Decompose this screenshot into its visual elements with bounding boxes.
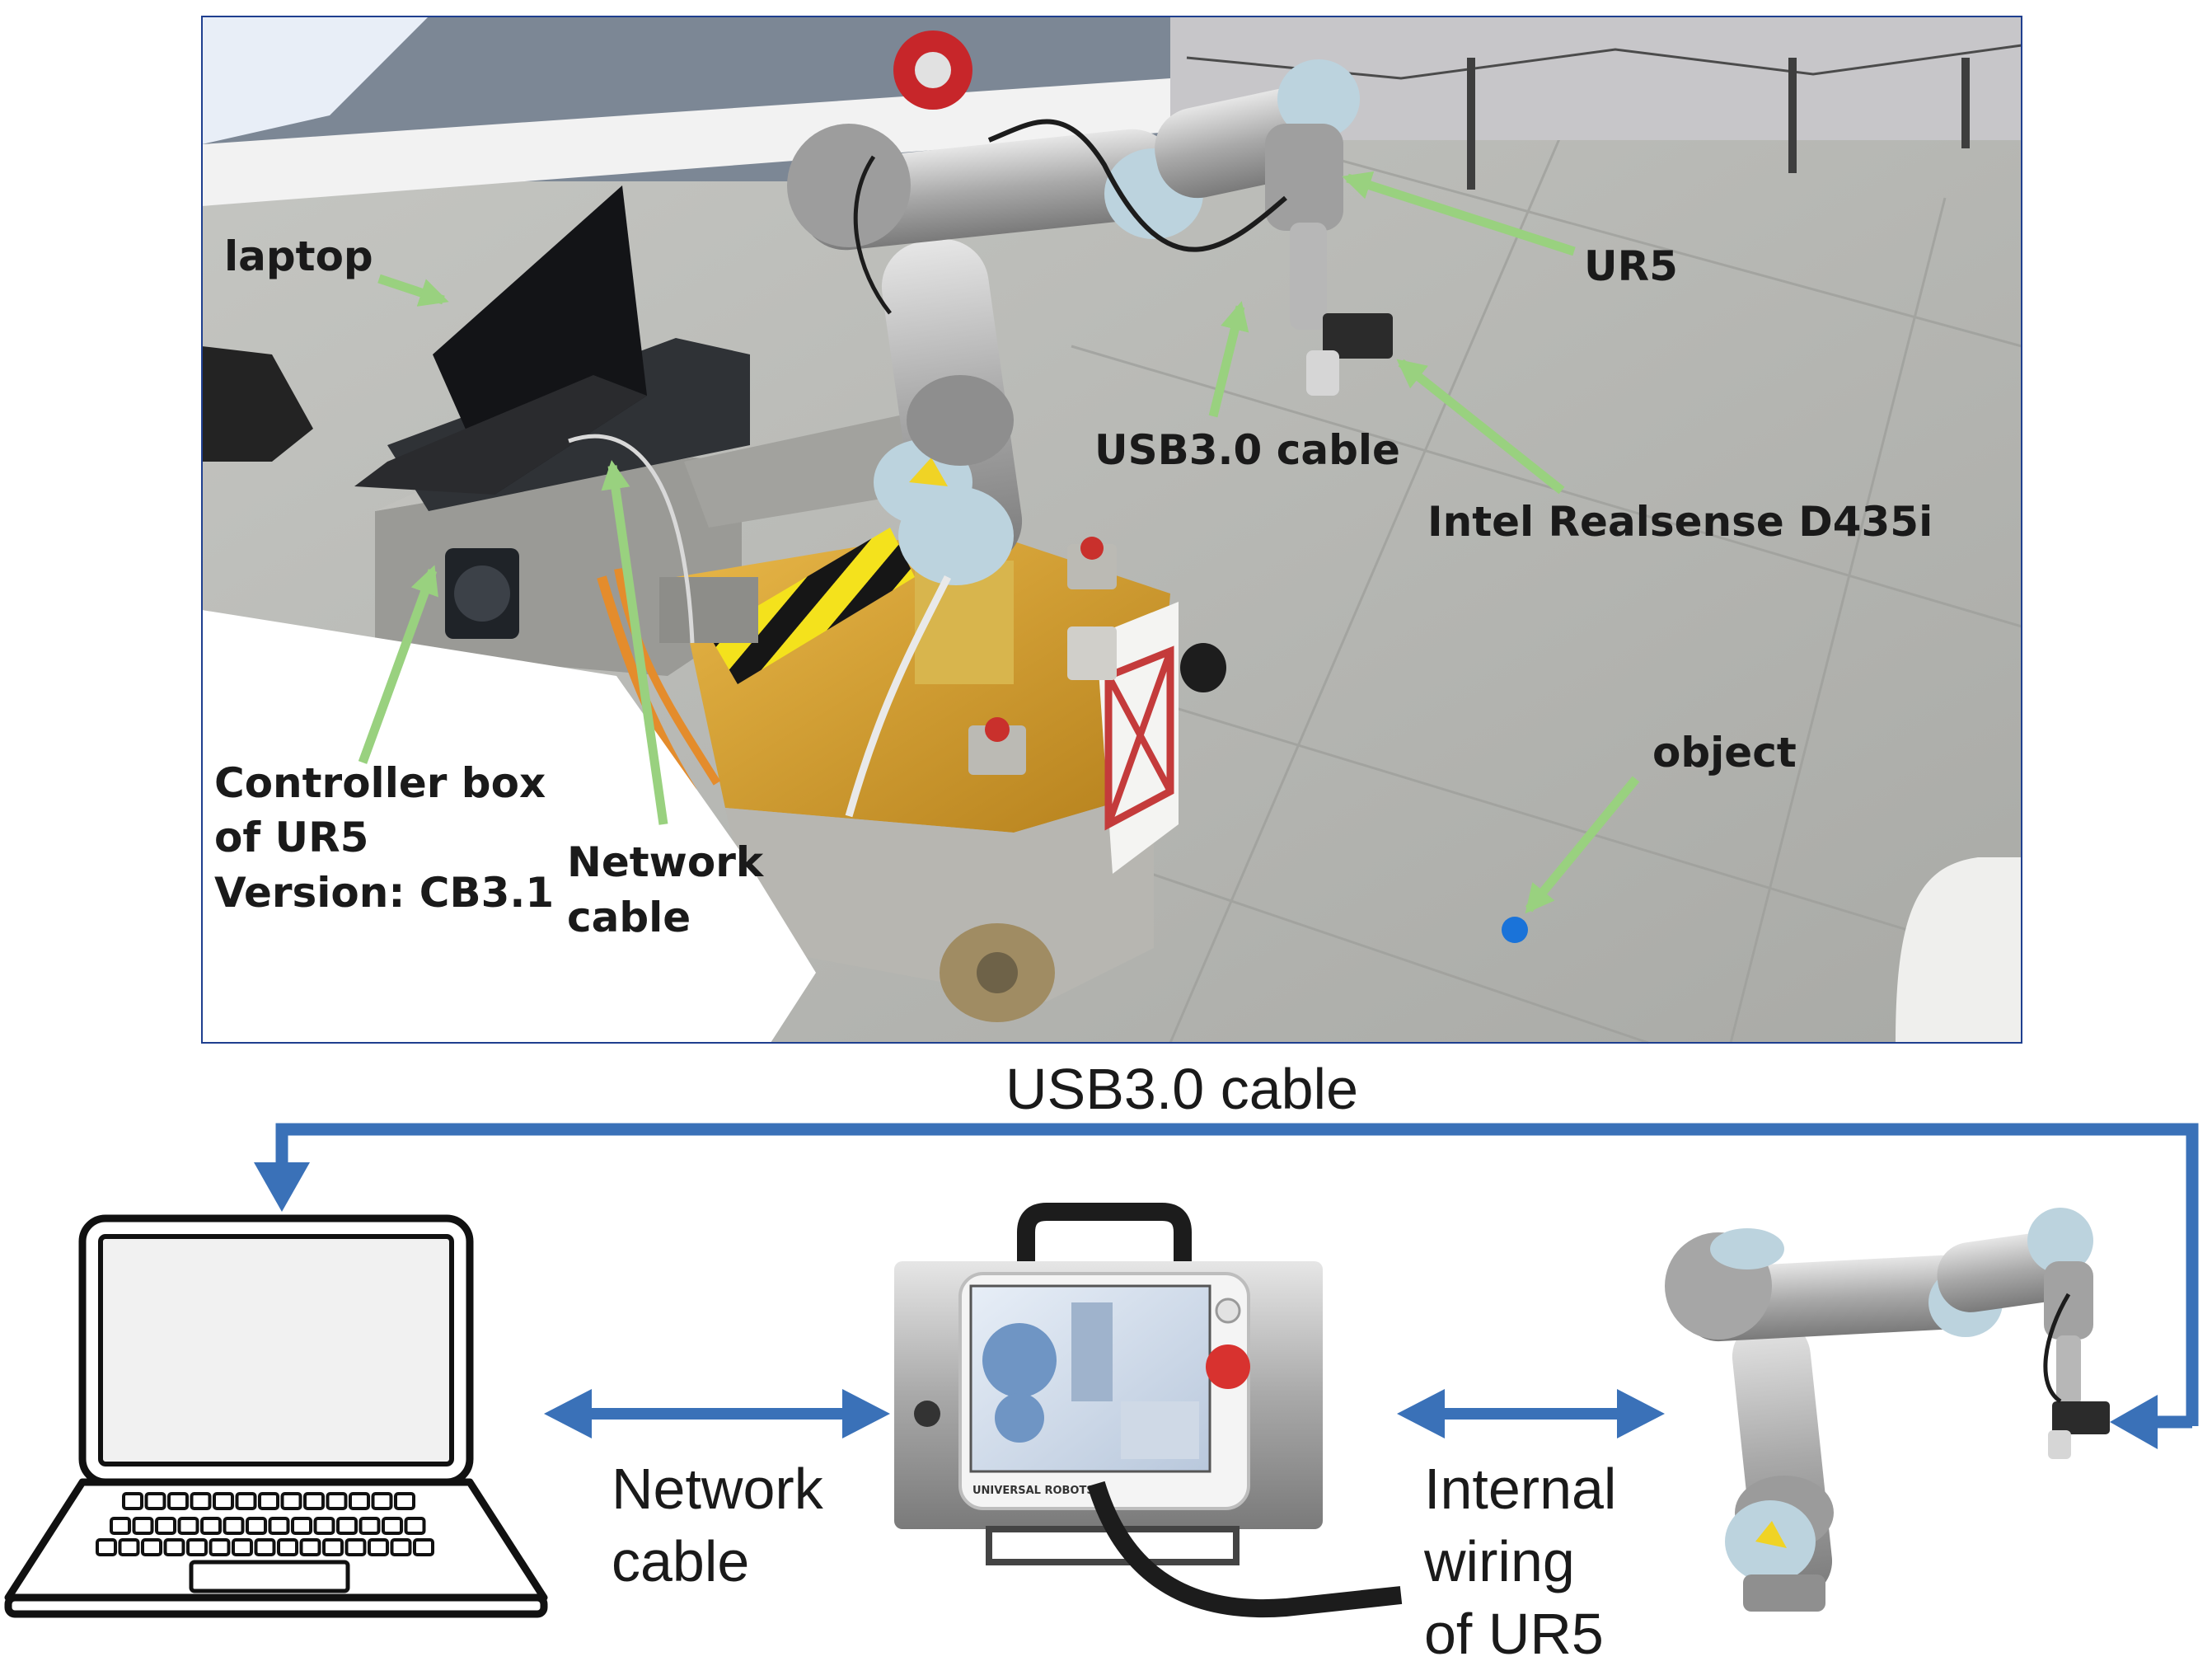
keyboard-key [258, 1492, 279, 1510]
keyboard-key [155, 1517, 176, 1535]
keyboard-key [277, 1538, 298, 1556]
label-network-line2: cable [567, 894, 691, 941]
label-usb-cable: USB3.0 cable [1094, 426, 1400, 474]
controller-box-icon: UNIVERSAL ROBOTS [894, 1203, 1403, 1618]
keyboard-key [177, 1517, 199, 1535]
keyboard-key [110, 1517, 131, 1535]
arrow-laptop [377, 274, 449, 307]
label-object: object [1652, 729, 1797, 777]
keyboard-key [190, 1492, 212, 1510]
laptop-icon [4, 1214, 548, 1618]
keyboard-key [313, 1517, 335, 1535]
lab-photo: laptop UR5 USB3.0 cable Intel Realsense … [201, 16, 2022, 1044]
label-controller-line3: Version: CB3.1 [214, 869, 554, 917]
keyboard-key [141, 1538, 162, 1556]
ur5-arm-photo [787, 59, 1393, 818]
arrow-controller-box [358, 565, 438, 764]
keyboard-key [390, 1538, 412, 1556]
usb-arrow-head-robot [2110, 1395, 2158, 1449]
keyboard-key [394, 1492, 415, 1510]
keyboard-key [371, 1492, 393, 1510]
keyboard-key [344, 1538, 367, 1556]
label-panel [202, 610, 816, 1043]
target-object-ball [1502, 917, 1528, 943]
keyboard-key [280, 1492, 302, 1510]
keyboard-key [118, 1538, 140, 1556]
usb-connector-line [275, 1123, 2199, 1426]
arrow-camera [1396, 359, 1565, 495]
keyboard-key [359, 1517, 381, 1535]
hazard-panel [709, 528, 915, 684]
arrow-ur5 [1342, 171, 1576, 256]
keyboard-key [326, 1492, 348, 1510]
keyboard-key [246, 1517, 267, 1535]
keyboard-key [382, 1517, 403, 1535]
keyboard-key [303, 1492, 325, 1510]
keyboard-key [167, 1492, 189, 1510]
keyboard-key [132, 1517, 154, 1535]
connection-diagram: USB3.0 cable Network cable [4, 1057, 2199, 1666]
internal-label-line3: of UR5 [1424, 1602, 1604, 1666]
ur5-arm-icon [1665, 1208, 2110, 1612]
usb-label: USB3.0 cable [1005, 1057, 1358, 1121]
label-controller-line2: of UR5 [214, 814, 368, 861]
arrow-network-cable [601, 460, 668, 825]
keyboard-key [268, 1517, 290, 1535]
keyboard-key [213, 1492, 234, 1510]
laptop-keyboard-photo [354, 375, 647, 495]
label-laptop: laptop [224, 232, 373, 280]
keyboard-key [336, 1517, 358, 1535]
keyboard-key [322, 1538, 344, 1556]
keyboard-key [163, 1538, 185, 1556]
controller-brand-label: UNIVERSAL ROBOTS [972, 1485, 1094, 1497]
keyboard-key [144, 1492, 166, 1510]
keyboard-key [368, 1538, 389, 1556]
arrow-object [1525, 776, 1640, 914]
network-label-line1: Network [612, 1457, 824, 1521]
internal-label-line2: wiring [1423, 1529, 1575, 1593]
keyboard-key [235, 1492, 257, 1510]
keyboard-key [200, 1517, 222, 1535]
keyboard-key [96, 1538, 117, 1556]
keyboard-key [299, 1538, 321, 1556]
label-ur5: UR5 [1584, 242, 1678, 290]
keyboard-key [122, 1492, 143, 1510]
keyboard-key [209, 1538, 231, 1556]
network-double-arrow [544, 1389, 890, 1438]
keyboard-key [349, 1492, 370, 1510]
keyboard-key [291, 1517, 312, 1535]
keyboard-key [186, 1538, 208, 1556]
keyboard-key [223, 1517, 245, 1535]
internal-wiring-double-arrow [1397, 1389, 1665, 1438]
network-label-line2: cable [612, 1529, 749, 1593]
keyboard-key [232, 1538, 253, 1556]
usb-arrow-head-laptop [254, 1162, 310, 1212]
keyboard-key [254, 1538, 276, 1556]
internal-label-line1: Internal [1424, 1457, 1616, 1521]
label-network-line1: Network [567, 838, 765, 886]
keyboard-key [404, 1517, 426, 1535]
label-controller-line1: Controller box [214, 759, 546, 807]
keyboard-key [413, 1538, 434, 1556]
arrow-usb-cable [1208, 301, 1249, 418]
label-camera: Intel Realsense D435i [1427, 498, 1933, 546]
